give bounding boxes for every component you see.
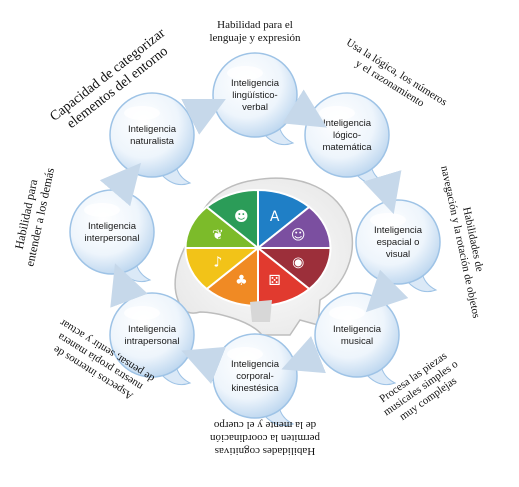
flow-arrow <box>99 162 142 207</box>
brain-pie: A ☺ ◉ ⚄ ♣ ♪ ❦ ☻ <box>184 188 332 322</box>
svg-text:permiten la coordinación: permiten la coordinación <box>210 432 320 444</box>
bubble-label: naturalista <box>130 136 175 147</box>
bubble-label: visual <box>386 249 410 260</box>
bubble-label: Inteligencia <box>323 118 372 129</box>
dancers-icon: ♣ <box>235 273 248 289</box>
bubble-label: Inteligencia <box>374 225 423 236</box>
person-icon: ☻ <box>234 209 249 225</box>
description-kinesthetic: Habilidades cognitivas permiten la coord… <box>210 419 320 457</box>
flow-arrow <box>181 99 226 135</box>
bubble-label: Inteligencia <box>333 324 382 335</box>
svg-text:Habilidades cognitivas: Habilidades cognitivas <box>215 445 316 457</box>
eye-icon: ◉ <box>292 254 304 270</box>
flow-arrows <box>99 89 409 384</box>
bubble-label: Inteligencia <box>128 124 177 135</box>
bubble-label: lógico- <box>333 130 361 141</box>
flow-arrow <box>363 170 402 215</box>
flow-arrow <box>110 263 148 308</box>
description-linguistic: Habilidad para el lenguaje y expresión <box>209 19 301 44</box>
bubble-label: intrapersonal <box>125 336 180 347</box>
flow-arrow <box>181 346 226 384</box>
leaf-icon: ❦ <box>212 228 224 244</box>
description-spatial: Habilidades de navegación y la rotación … <box>438 165 485 320</box>
abc-icon: A <box>270 209 280 225</box>
bubble-label: matemática <box>322 142 372 153</box>
bubble-label: Inteligencia <box>231 78 280 89</box>
people-icon: ☺ <box>291 228 306 244</box>
bubble-label: corporal- <box>236 371 274 382</box>
bubble-label: Inteligencia <box>88 221 137 232</box>
flow-arrow <box>365 269 409 313</box>
description-interpersonal: Habilidad para entender a los demás <box>12 166 57 267</box>
bubble-label: kinestésica <box>232 383 280 394</box>
bubble-label: musical <box>341 336 373 347</box>
bubble-label: espacial o <box>377 237 420 248</box>
brain-segment <box>205 188 259 251</box>
flow-arrow <box>281 336 326 374</box>
svg-text:Habilidad para el: Habilidad para el <box>217 19 293 31</box>
music-note-icon: ♪ <box>213 254 222 270</box>
bubble-label: verbal <box>242 102 268 113</box>
svg-text:lenguaje y expresión: lenguaje y expresión <box>209 32 301 44</box>
svg-text:de la mente y el cuerpo: de la mente y el cuerpo <box>213 419 316 431</box>
bubble-ring: Inteligencialingüístico-verbalInteligenc… <box>69 52 441 427</box>
dice-icon: ⚄ <box>269 273 281 289</box>
bubble-label: lingüístico- <box>232 90 277 101</box>
bubble-label: Inteligencia <box>231 359 280 370</box>
bubble-label: Inteligencia <box>128 324 177 335</box>
brain-stem <box>250 300 272 322</box>
flow-arrow <box>282 89 327 128</box>
bubble-label: interpersonal <box>85 233 140 244</box>
